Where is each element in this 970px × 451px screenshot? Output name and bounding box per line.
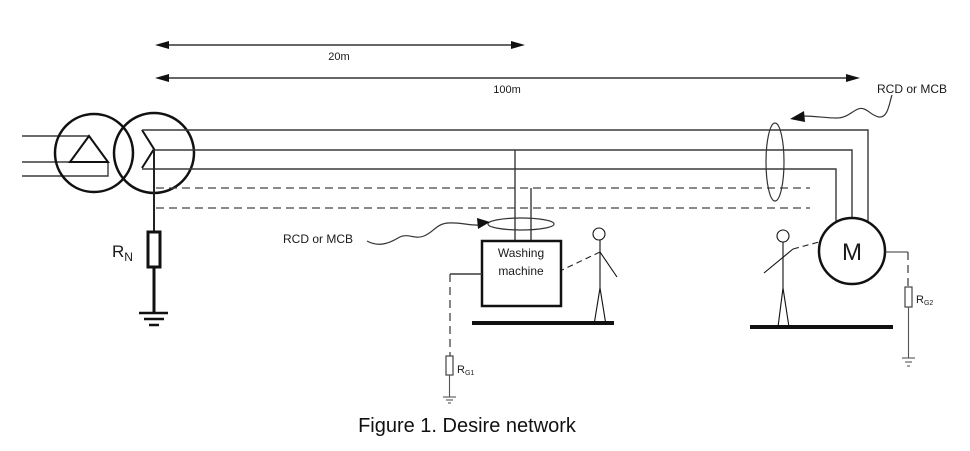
resistor-subscript: G1 — [465, 370, 474, 377]
resistor-icon — [146, 230, 162, 269]
primary-line-3 — [22, 162, 109, 177]
star-winding-icon — [141, 129, 156, 169]
figure-caption: Figure 1. Desire network — [358, 415, 577, 437]
ground-icon — [139, 311, 168, 327]
arrowhead-right — [846, 74, 860, 82]
primary-winding-circle — [53, 112, 135, 194]
arrowhead-left — [155, 74, 169, 82]
arrowhead-right — [511, 41, 525, 49]
ground-icon — [443, 396, 456, 404]
resistor-symbol: R — [916, 294, 924, 306]
dimension-20m: 20m — [155, 41, 525, 63]
ground-icon — [902, 357, 915, 367]
appliance-rcd-sensor-icon — [487, 217, 555, 231]
phase-conductor-l2 — [154, 149, 853, 218]
motor-branch: RCD or MCB M RG2 — [750, 82, 947, 367]
neutral-earthing: RN — [112, 149, 168, 327]
arrowhead-icon — [477, 218, 490, 229]
person-icon — [750, 229, 893, 329]
arrowhead-icon — [790, 111, 805, 122]
motor-rcd-sensor-icon — [765, 122, 785, 202]
motor-icon — [817, 216, 887, 286]
resistor-subscript: G2 — [924, 300, 933, 307]
resistor-symbol: R — [457, 364, 465, 376]
appliance-branch: Washing machine RG1 RCD or MCB — [283, 150, 618, 404]
touch-contact-dashed — [792, 241, 820, 250]
resistor-symbol: R — [112, 242, 124, 261]
neutral-resistor-label: RN — [112, 242, 133, 264]
resistor-icon — [904, 286, 913, 308]
phase-conductor-l3 — [142, 168, 837, 222]
arrowhead-left — [155, 41, 169, 49]
appliance-rcd-pointer — [366, 222, 482, 245]
touch-contact-dashed — [561, 251, 601, 271]
dimension-100m: 100m — [155, 74, 860, 96]
motor-rcd-pointer — [802, 94, 893, 119]
dimension-label: 20m — [328, 51, 349, 63]
ground-resistor-g1-label: RG1 — [457, 364, 474, 377]
delta-winding-icon — [68, 134, 110, 163]
appliance-rcd-label: RCD or MCB — [283, 232, 353, 246]
motor-rcd-label: RCD or MCB — [877, 82, 947, 96]
ground-resistor-g2-label: RG2 — [916, 294, 933, 307]
transformer-icon — [22, 111, 196, 195]
resistor-icon — [445, 355, 454, 376]
phase-conductor-l1 — [142, 129, 869, 222]
resistor-subscript: N — [124, 250, 133, 264]
dimension-label: 100m — [493, 84, 521, 96]
washing-machine-label-line2: machine — [498, 264, 544, 278]
motor-label: M — [842, 239, 862, 266]
person-icon — [472, 227, 618, 326]
washing-machine-label-line1: Washing — [498, 246, 544, 260]
